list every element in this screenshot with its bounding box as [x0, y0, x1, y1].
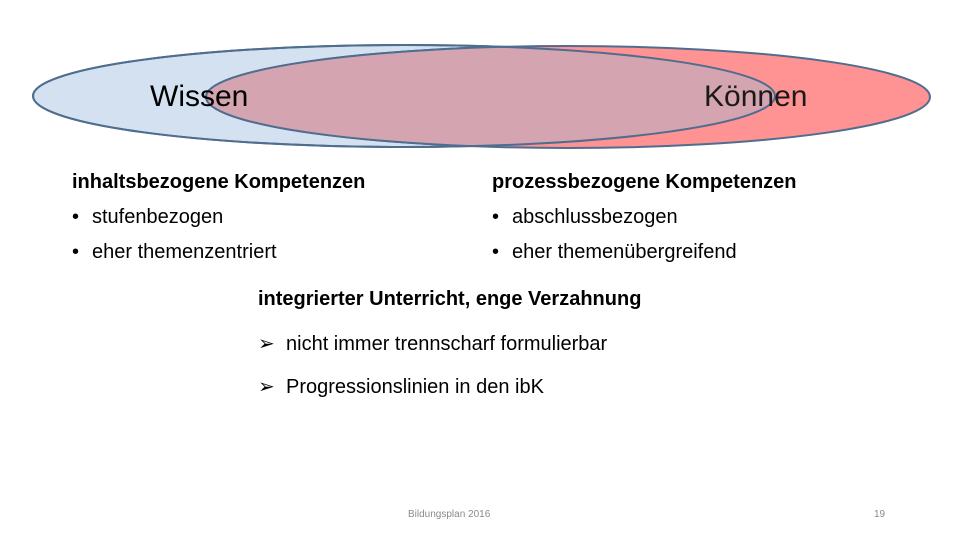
koennen-label: Können	[704, 80, 808, 113]
center-heading: integrierter Unterricht, enge Verzahnung	[258, 288, 642, 310]
center-item: ➢ Progressionslinien in den ibK	[258, 374, 544, 399]
right-item: eher themenübergreifend	[492, 235, 797, 270]
center-item: ➢ nicht immer trennscharf formulierbar	[258, 331, 607, 356]
left-item: eher themenzentriert	[72, 235, 365, 270]
left-item: stufenbezogen	[72, 200, 365, 235]
left-heading: inhaltsbezogene Kompetenzen	[72, 171, 366, 193]
right-heading: prozessbezogene Kompetenzen	[492, 171, 797, 193]
center-item-text: nicht immer trennscharf formulierbar	[286, 333, 608, 355]
center-item-text: Progressionslinien in den ibK	[286, 376, 544, 398]
wissen-label: Wissen	[150, 80, 249, 113]
footer-text: Bildungsplan 2016	[408, 509, 491, 520]
arrow-bullet-icon: ➢	[258, 376, 275, 398]
arrow-bullet-icon: ➢	[258, 333, 275, 355]
left-block: inhaltsbezogene Kompetenzen stufenbezoge…	[72, 165, 365, 270]
center-heading-block: integrierter Unterricht, enge Verzahnung	[258, 282, 641, 317]
right-item: abschlussbezogen	[492, 200, 797, 235]
page-number: 19	[874, 509, 886, 520]
right-block: prozessbezogene Kompetenzen abschlussbez…	[492, 165, 797, 270]
